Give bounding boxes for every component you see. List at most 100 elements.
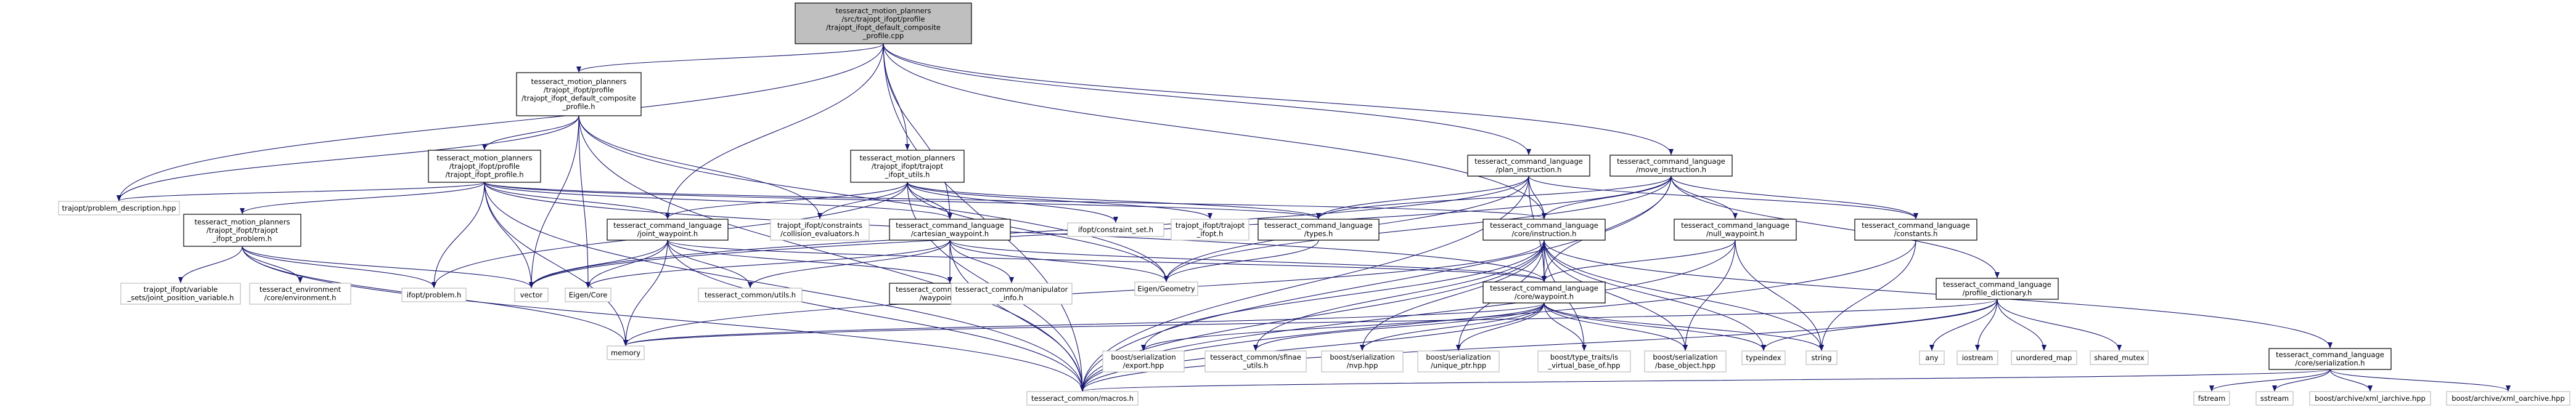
edge-profile-dictionary-h-to-unordered-map [1997, 299, 2046, 351]
edge-trajopt-ifopt-profile-h-to-ifopt-problem-h [431, 182, 485, 288]
node-box [1957, 350, 1998, 365]
node-types-h[interactable]: tesseract_command_language/types.h [1257, 219, 1380, 241]
edge-trajopt-ifopt-profile-h-to-cartesian-waypoint-h [484, 182, 952, 219]
edge-core-serialization-h-to-xml-oarchive [2329, 369, 2511, 392]
edge-move-instruction-h-to-constants-h [1670, 175, 1918, 219]
edge-root-to-cartesian-waypoint-h [883, 43, 952, 219]
node-label-line: tesseract_common/manipulator [955, 285, 1068, 294]
node-label-line: string [1811, 353, 1831, 362]
edge-root-to-plan-instruction-h [883, 43, 1531, 155]
node-label-line: _info.h [999, 294, 1023, 302]
edge-root-to-trajopt-problem-description [117, 43, 884, 201]
node-label-line: ifopt/constraint_set.h [1078, 225, 1153, 234]
node-label-line: Eigen/Core [569, 291, 608, 299]
edge-core-instruction-h-to-typeindex [1544, 240, 1766, 351]
node-trajopt-ifopt-h: trajopt_ifopt/trajopt_ifopt.h [1171, 219, 1249, 241]
edge-joint-waypoint-h-to-macros-h [667, 240, 1085, 392]
node-box [249, 283, 351, 305]
edge-default-composite-profile-h-to-trajopt-ifopt-profile-h [482, 115, 579, 150]
edge-trajopt-ifopt-profile-h-to-trajopt-problem-description [117, 182, 485, 201]
edge-core-waypoint-h-to-sfinae-utils-h [1253, 302, 1545, 351]
edge-trajopt-ifopt-profile-h-to-vector [484, 182, 534, 288]
node-label-line: tesseract_motion_planners [836, 7, 931, 15]
node-box [698, 288, 803, 302]
node-label-line: _ifopt.h [1196, 230, 1224, 238]
node-label-line: /trajopt_ifopt/profile [544, 86, 614, 94]
node-label-line: /joint_waypoint.h [637, 230, 698, 238]
node-label-line: /export.hpp [1123, 361, 1164, 370]
node-box [401, 288, 467, 302]
node-label-line: memory [611, 349, 640, 357]
node-label-line: /core/waypoint.h [1515, 292, 1574, 301]
node-core-instruction-h[interactable]: tesseract_command_language/core/instruct… [1482, 219, 1606, 241]
node-root[interactable]: tesseract_motion_planners/src/trajopt_if… [795, 2, 972, 44]
node-cartesian-waypoint-h[interactable]: tesseract_command_language/cartesian_way… [889, 219, 1011, 241]
edge-trajopt-ifopt-profile-h-to-macros-h [484, 182, 1085, 392]
node-label-line: boost/serialization [1111, 353, 1176, 361]
node-label-line: /core/environment.h [264, 294, 337, 302]
node-label-line: tesseract_command_language [613, 221, 722, 230]
node-label-line: tesseract_common/utils.h [705, 291, 796, 299]
node-label-line: /trajopt_ifopt/trajopt [872, 162, 944, 171]
edge-default-composite-profile-h-to-trajopt-problem-description [117, 115, 579, 201]
node-label-line: tesseract_motion_planners [437, 153, 533, 162]
edge-plan-instruction-h-to-macros-h [1080, 175, 1529, 392]
node-label-line: iostream [1962, 353, 1993, 362]
node-profile-dictionary-h[interactable]: tesseract_command_language/profile_dicti… [1936, 278, 2059, 300]
edge-cartesian-waypoint-h-to-tc-utils-h [748, 240, 951, 288]
node-typeindex: typeindex [1741, 350, 1786, 365]
node-label-line: any [1925, 353, 1938, 362]
node-move-instruction-h[interactable]: tesseract_command_language/move_instruct… [1609, 155, 1733, 177]
node-iostream: iostream [1957, 350, 1998, 365]
node-box [2090, 350, 2149, 365]
node-box [183, 214, 301, 247]
node-label-line: tesseract_command_language [1490, 221, 1598, 230]
edge-core-instruction-h-to-boost-nvp [1360, 240, 1545, 351]
node-constants-h[interactable]: tesseract_command_language/constants.h [1854, 219, 1977, 241]
node-null-waypoint-h[interactable]: tesseract_command_language/null_waypoint… [1674, 219, 1797, 241]
node-trajopt-ifopt-profile-h[interactable]: tesseract_motion_planners/trajopt_ifopt/… [428, 150, 541, 183]
node-core-serialization-h[interactable]: tesseract_command_language/core/serializ… [2268, 348, 2392, 370]
node-label-line: boost/type_traits/is [1550, 353, 1618, 361]
edge-profile-dictionary-h-to-typeindex [1761, 299, 1998, 351]
edge-null-waypoint-h-to-boost-base-object [1683, 240, 1736, 351]
node-xml-oarchive: boost/archive/xml_oarchive.hpp [2446, 391, 2570, 406]
node-eigen-geometry: Eigen/Geometry [1134, 281, 1198, 296]
node-label-line: /collision_evaluators.h [780, 230, 859, 238]
node-trajopt-ifopt-utils-h[interactable]: tesseract_motion_planners/trajopt_ifopt/… [850, 150, 965, 183]
edge-core-serialization-h-to-xml-iarchive [2329, 369, 2373, 392]
node-box [1257, 219, 1380, 241]
edge-root-to-core-instruction-h [883, 43, 1547, 219]
node-trajopt-ifopt-problem-h[interactable]: tesseract_motion_planners/trajopt_ifopt/… [183, 214, 301, 247]
node-joint-waypoint-h[interactable]: tesseract_command_language/joint_waypoin… [607, 219, 729, 241]
node-shared-mutex: shared_mutex [2090, 350, 2149, 365]
node-box [1026, 391, 1139, 406]
node-label-line: tesseract_command_language [1681, 221, 1789, 230]
edge-plan-instruction-h-to-vector [529, 175, 1529, 288]
node-box [516, 72, 642, 116]
node-box [1321, 350, 1404, 373]
node-plan-instruction-h[interactable]: tesseract_command_language/plan_instruct… [1467, 155, 1590, 177]
node-label-line: /nvp.hpp [1347, 361, 1378, 370]
node-box [1537, 350, 1631, 373]
node-label-line: _ifopt_utils.h [885, 170, 930, 179]
node-core-waypoint-h[interactable]: tesseract_command_language/core/waypoint… [1482, 281, 1606, 304]
node-default-composite-profile-h[interactable]: tesseract_motion_planners/trajopt_ifopt/… [516, 72, 642, 116]
node-boost-unique-ptr: boost/serialization/unique_ptr.hpp [1417, 350, 1500, 373]
node-label-line: _ifopt_problem.h [212, 234, 272, 243]
node-label-line: tesseract_common/macros.h [1031, 394, 1134, 403]
edge-root-to-joint-waypoint-h [665, 43, 884, 219]
edge-null-waypoint-h-to-string [1735, 240, 1824, 351]
node-box [850, 150, 965, 183]
node-tc-utils-h: tesseract_common/utils.h [698, 288, 803, 302]
node-box [2011, 350, 2077, 365]
edge-move-instruction-h-to-null-waypoint-h [1670, 175, 1738, 219]
node-memory: memory [607, 345, 645, 360]
edge-trajopt-ifopt-problem-h-to-environment-h [242, 246, 303, 283]
edge-default-composite-profile-h-to-eigen-core [578, 115, 591, 288]
node-box [889, 219, 1011, 241]
node-box [1854, 219, 1977, 241]
node-sstream: sstream [2255, 391, 2294, 406]
edge-trajopt-ifopt-utils-h-to-joint-waypoint-h [665, 182, 908, 219]
